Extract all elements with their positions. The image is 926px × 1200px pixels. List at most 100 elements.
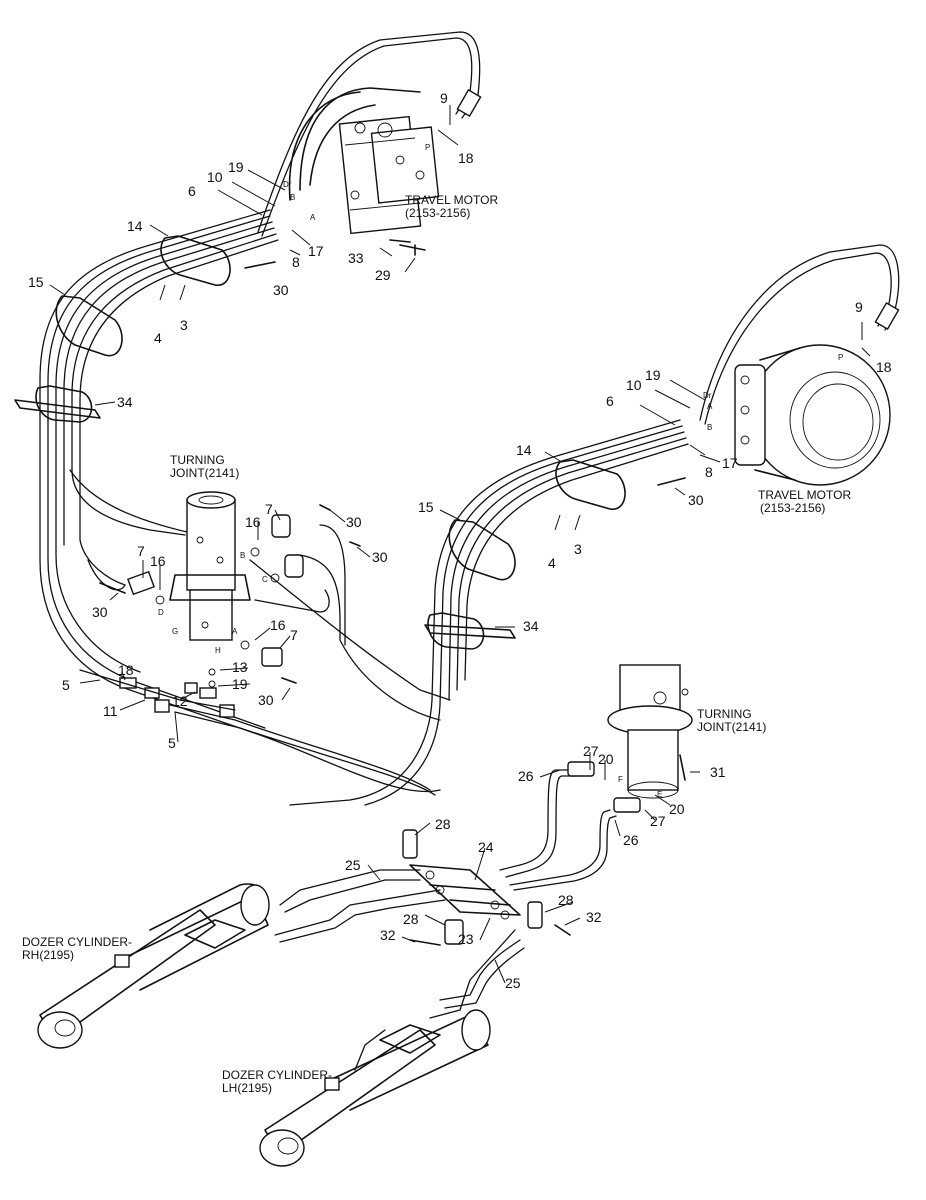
callout-16: 16 [270,617,286,633]
callout-15: 15 [418,499,434,515]
callout-15: 15 [28,274,44,290]
callout-10: 10 [626,377,642,393]
callout-30: 30 [258,692,274,708]
dozer-cylinder-lh [259,1009,491,1167]
callout-26: 26 [623,832,639,848]
turning-joint-fittings [119,514,304,718]
callout-20: 20 [669,801,685,817]
callout-14: 14 [516,442,532,458]
travel-motor-top [288,87,440,235]
travel-motor-right [734,344,891,486]
port-tm2-a: A [707,402,713,411]
port-tm1-p: P [425,143,430,152]
turning-joint-center-code: JOINT(2141) [170,466,239,480]
dozer-cylinder-lh-label: DOZER CYLINDER- [222,1068,332,1082]
callout-4: 4 [548,555,556,571]
manifold-block [409,864,521,920]
callout-18: 18 [458,150,474,166]
dozer-hoses [274,761,641,1019]
callout-19: 19 [232,676,248,692]
callout-33: 33 [348,250,364,266]
callout-7: 7 [290,627,298,643]
callout-28: 28 [435,816,451,832]
leader-lines [49,105,871,984]
callout-17: 17 [722,455,738,471]
callout-30: 30 [273,282,289,298]
callout-3: 3 [180,317,188,333]
component-labels: TRAVEL MOTOR (2153-2156) TRAVEL MOTOR (2… [22,193,851,1095]
callout-26: 26 [518,768,534,784]
port-tj-g: G [172,627,178,636]
callout-29: 29 [375,267,391,283]
port-tm1-dr: Dr [283,180,292,189]
travel-motor-top-code: (2153-2156) [405,206,470,220]
callout-31: 31 [710,764,726,780]
callout-14: 14 [127,218,143,234]
dozer-cylinder-lh-code: LH(2195) [222,1081,272,1095]
drain-hose-right [699,244,900,425]
callout-25: 25 [505,975,521,991]
turning-joint-right-code: JOINT(2141) [697,720,766,734]
callout-7: 7 [265,501,273,517]
turning-joint-right-label: TURNING [697,707,752,721]
callout-16: 16 [150,553,166,569]
callout-18: 18 [876,359,892,375]
travel-motor-right-code: (2153-2156) [760,501,825,515]
callout-28: 28 [558,892,574,908]
callout-30: 30 [372,549,388,565]
callout-8: 8 [705,464,713,480]
port-tj-h: H [215,646,221,655]
callout-28: 28 [403,911,419,927]
port-tj-b: B [240,551,245,560]
callout-34: 34 [523,618,539,634]
drain-hose-top [257,31,482,237]
callout-6: 6 [606,393,614,409]
callout-11: 11 [103,703,118,719]
callout-5: 5 [168,735,176,751]
callout-32: 32 [586,909,602,925]
callout-6: 6 [188,183,196,199]
callout-9: 9 [855,299,863,315]
port-tm1-b: B [290,193,295,202]
port-tj2-f: F [618,775,623,784]
callout-24: 24 [478,839,494,855]
callout-5: 5 [62,677,70,693]
travel-motor-top-label: TRAVEL MOTOR [405,193,498,207]
callout-8: 8 [292,254,300,270]
callout-13: 13 [232,659,248,675]
callout-30: 30 [92,604,108,620]
callout-32: 32 [380,927,396,943]
hose-bundle-left [14,209,441,793]
dozer-cylinder-rh-label: DOZER CYLINDER- [22,935,132,949]
hose-bundle-right [289,419,689,806]
callout-25: 25 [345,857,361,873]
port-tm2-b: B [707,423,712,432]
dozer-cylinder-rh [37,883,270,1049]
turning-joint-hoses [69,469,451,721]
port-tj2-e: E [657,790,662,799]
callout-16: 16 [245,514,261,530]
port-tm1-a: A [310,213,316,222]
callout-20: 20 [598,751,614,767]
travel-motor-right-label: TRAVEL MOTOR [758,488,851,502]
callouts: 9 18 19 10 6 14 17 8 33 29 15 30 4 3 34 … [28,90,892,991]
callout-3: 3 [574,541,582,557]
callout-17: 17 [308,243,324,259]
dozer-cylinder-rh-code: RH(2195) [22,948,74,962]
callout-10: 10 [207,169,223,185]
callout-30: 30 [346,514,362,530]
callout-4: 4 [154,330,162,346]
turning-joint-right [607,664,693,799]
turning-joint-center [169,491,251,641]
callout-27: 27 [583,743,599,759]
turning-joint-center-label: TURNING [170,453,225,467]
clamps-28 [402,829,543,945]
callout-27: 27 [650,813,666,829]
callout-34: 34 [117,394,133,410]
callout-7: 7 [137,543,145,559]
callout-30: 30 [688,492,704,508]
callout-9: 9 [440,90,448,106]
callout-19: 19 [645,367,661,383]
callout-12: 12 [172,693,188,709]
bolts [99,239,686,946]
